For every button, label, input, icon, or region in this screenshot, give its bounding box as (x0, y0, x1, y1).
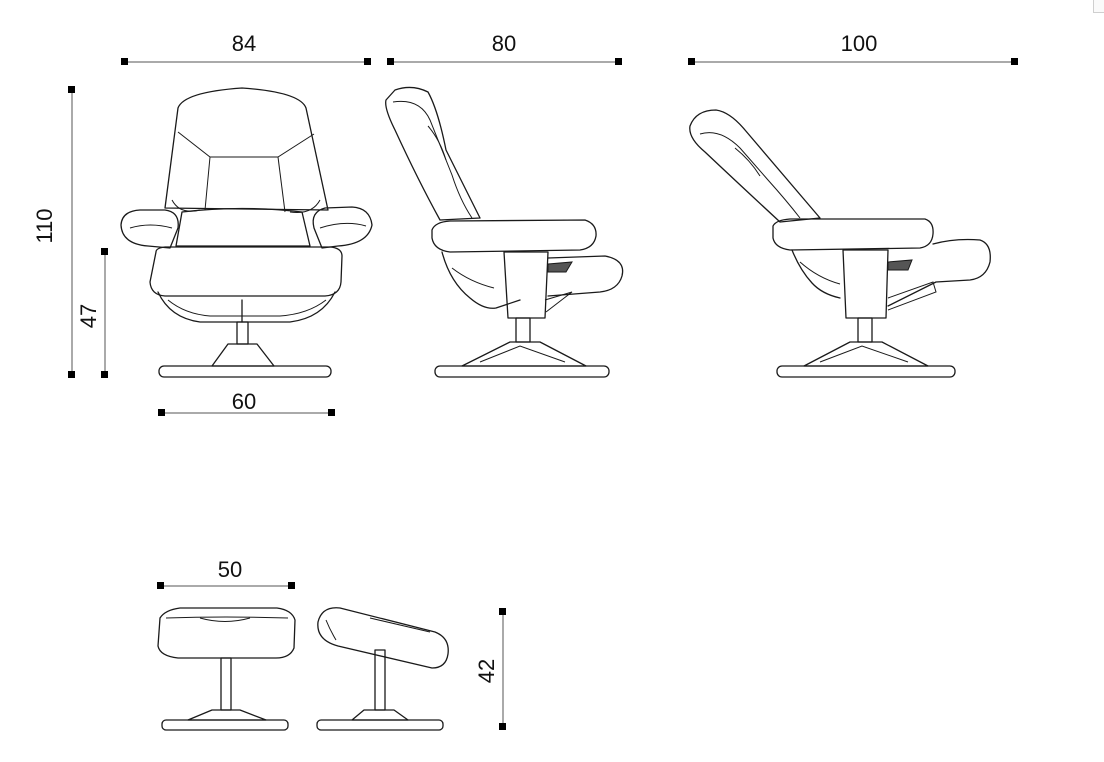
label-chair-base-width: 60 (232, 389, 256, 414)
ottoman-front-view (157, 607, 296, 731)
chair-front-view (120, 87, 373, 378)
chair-reclined-view (689, 109, 991, 378)
label-chair-side-depth: 80 (492, 31, 516, 56)
label-chair-front-width: 84 (232, 31, 256, 56)
dimension-chair-side-depth: 80 (387, 31, 622, 65)
dimension-chair-base-width: 60 (158, 389, 335, 416)
label-ottoman-width: 50 (218, 557, 242, 582)
label-chair-reclined-depth: 100 (841, 31, 878, 56)
dimension-ottoman-width: 50 (157, 557, 295, 589)
label-chair-total-height: 110 (32, 208, 57, 243)
chair-side-view (385, 86, 624, 378)
label-ottoman-height: 42 (474, 659, 499, 683)
ottoman-side-view (316, 607, 449, 731)
label-chair-seat-height: 47 (76, 304, 101, 328)
dimension-ottoman-height: 42 (474, 608, 506, 730)
dimension-chair-seat-height: 47 (76, 248, 108, 378)
dimension-chair-reclined-depth: 100 (688, 31, 1018, 65)
dimension-chair-total-height: 110 (32, 86, 75, 378)
dimension-chair-front-width: 84 (121, 31, 371, 65)
corner-handle (1093, 0, 1104, 13)
